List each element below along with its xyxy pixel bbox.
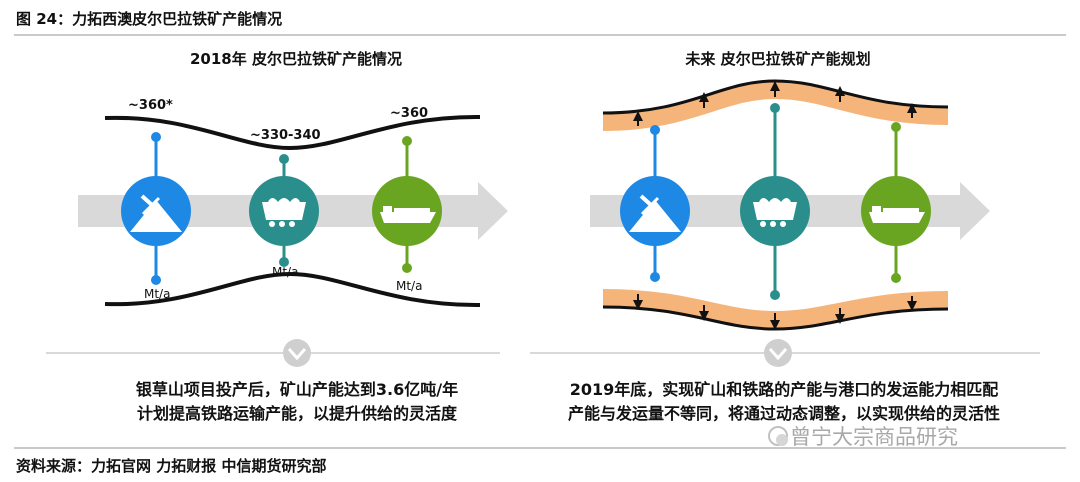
watermark-logo — [768, 426, 788, 446]
left-caption-line-2: 计划提高铁路运输产能，以提升供给的灵活度 — [136, 404, 457, 423]
mine-capacity-value: ~360* — [128, 98, 173, 113]
port-unit-label: Mt/a — [396, 279, 423, 293]
right-caption: 2019年底，实现矿山和铁路的产能与港口的发运能力相匹配 产能与发运量不等同，将… — [544, 378, 1024, 426]
rail-capacity-value: ~330-340 — [250, 128, 321, 143]
left-capacity-upper-line — [104, 114, 481, 151]
port-capacity-value: ~360 — [390, 106, 429, 121]
left-panel-title: 2018年 皮尔巴拉铁矿产能情况 — [190, 50, 402, 68]
right-lower-arrows — [633, 294, 917, 330]
top-divider — [14, 34, 1066, 36]
right-upper-arrows — [633, 81, 917, 126]
left-caption: 银草山项目投产后，矿山产能达到3.6亿吨/年 计划提高铁路运输产能，以提升供给的… — [62, 378, 532, 426]
ship-icon — [372, 176, 442, 246]
right-panel-title: 未来 皮尔巴拉铁矿产能规划 — [685, 50, 871, 68]
bottom-divider — [14, 447, 1066, 449]
right-caption-line-2: 产能与发运量不等同，将通过动态调整，以实现供给的灵活性 — [567, 404, 1000, 423]
source-note: 资料来源：力拓官网 力拓财报 中信期货研究部 — [16, 457, 327, 475]
mine-icon — [620, 176, 690, 246]
right-caption-line-1: 2019年底，实现矿山和铁路的产能与港口的发运能力相匹配 — [569, 380, 999, 399]
left-chevron-down-icon — [283, 339, 311, 367]
rail-unit-label: Mt/a — [272, 265, 299, 279]
left-capacity-lower-line — [104, 271, 481, 308]
mine-icon — [121, 176, 191, 246]
train-icon — [249, 176, 319, 246]
right-chevron-down-icon — [764, 339, 792, 367]
train-icon — [740, 176, 810, 246]
watermark-text: 曾宁大宗商品研究 — [790, 425, 958, 449]
figure-title: 图 24：力拓西澳皮尔巴拉铁矿产能情况 — [16, 10, 283, 28]
mine-unit-label: Mt/a — [144, 287, 171, 301]
ship-icon — [861, 176, 931, 246]
left-caption-line-1: 银草山项目投产后，矿山产能达到3.6亿吨/年 — [135, 380, 459, 399]
